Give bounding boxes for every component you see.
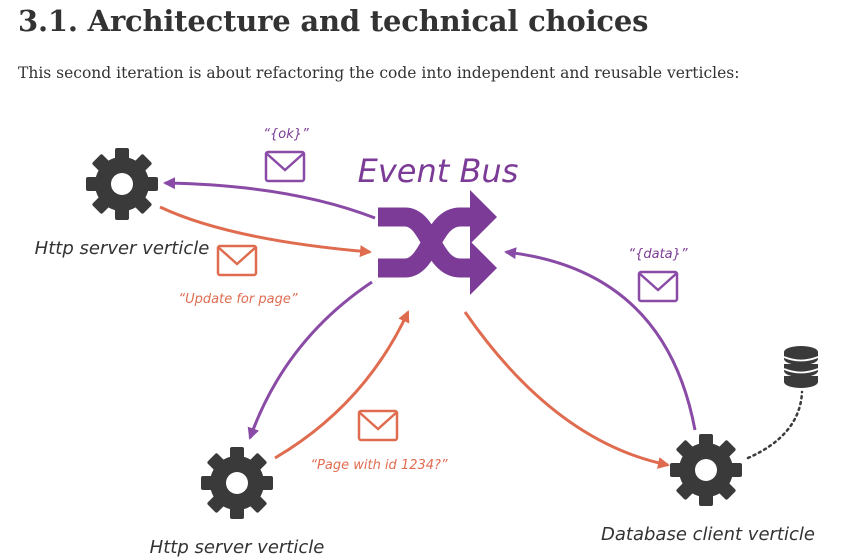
arrow-hub-to-database (463, 311, 670, 469)
arrow-hub-to-http-bottom (247, 280, 373, 440)
shuffle-icon (378, 190, 497, 295)
http-server-bottom-label: Http server verticle (150, 537, 325, 558)
message-page-request-label: “Page with id 1234?” (310, 458, 448, 473)
http-server-bottom-gear-icon (201, 447, 273, 519)
arrow-http-top-to-hub (159, 205, 372, 258)
envelope-data-icon (637, 270, 679, 303)
envelope-ok-icon (264, 150, 306, 183)
http-server-top-label: Http server verticle (35, 238, 210, 259)
arrow-http-bottom-to-hub (274, 310, 410, 460)
database-client-label: Database client verticle (601, 524, 815, 545)
database-connection-line (746, 390, 804, 460)
event-bus-label: Event Bus (358, 152, 519, 190)
intro-paragraph: This second iteration is about refactori… (18, 64, 740, 82)
message-ok-label: “{ok}” (263, 127, 309, 142)
database-icon (783, 346, 819, 388)
database-client-gear-icon (670, 434, 742, 506)
message-update-label: “Update for page” (178, 292, 297, 307)
arrow-database-to-hub (504, 247, 697, 431)
message-data-label: “{data}” (628, 247, 688, 262)
envelope-update-icon (216, 244, 258, 277)
envelope-page-request-icon (357, 409, 399, 442)
http-server-top-gear-icon (86, 148, 158, 220)
section-heading: 3.1. Architecture and technical choices (18, 4, 649, 38)
arrow-hub-to-http-top (163, 177, 376, 220)
